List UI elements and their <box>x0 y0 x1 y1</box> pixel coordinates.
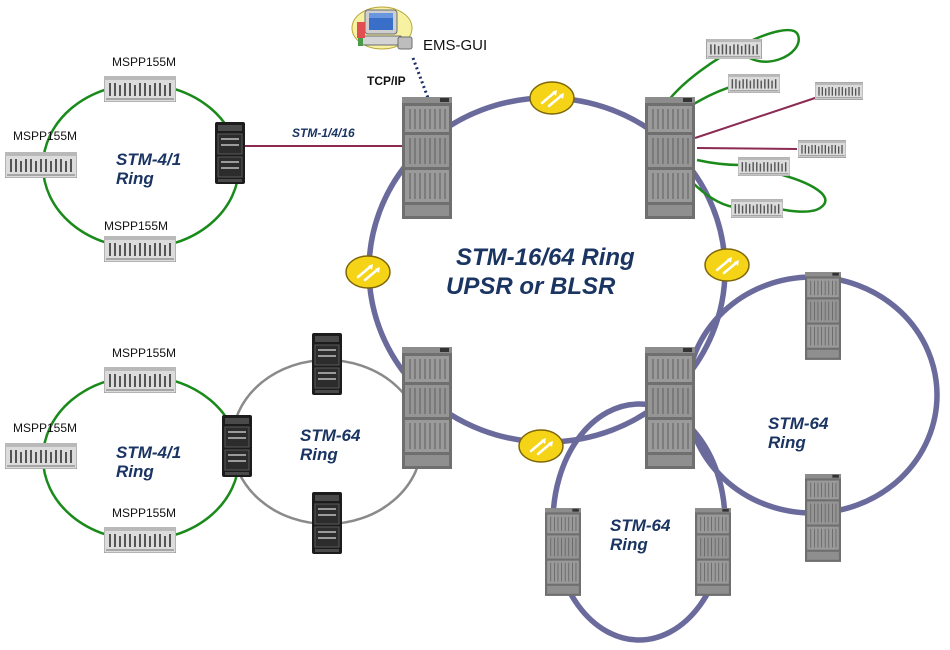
ne-rack-icon <box>645 347 695 469</box>
ring-label-line1: STM-64 <box>300 426 361 445</box>
tcpip-link <box>411 57 430 99</box>
stm64-right-ring-label: STM-64 Ring <box>768 414 828 452</box>
amplifier-icon <box>517 428 565 464</box>
main-ring-title: STM-16/64 Ring <box>456 244 635 271</box>
mspp-shelf-icon <box>706 39 762 59</box>
amplifier-icon <box>703 247 751 283</box>
ring-label-line2: Ring <box>300 445 338 465</box>
mspp-label: MSPP155M <box>13 421 78 435</box>
tcpip-label: TCP/IP <box>367 74 406 88</box>
access-ring-bottom-label: STM-4/1 Ring <box>116 443 181 481</box>
mspp-shelf-icon <box>104 527 176 553</box>
access-ring-top-label: STM-4/1 Ring <box>116 150 181 188</box>
gateway-node-icon <box>215 122 245 184</box>
mspp-shelf-icon <box>5 443 77 469</box>
stm64-left-ring-label: STM-64 Ring <box>300 426 360 464</box>
uplink-label: STM-1/4/16 <box>292 126 355 140</box>
mspp-shelf-icon <box>104 367 176 393</box>
mspp-shelf-icon <box>731 199 783 218</box>
main-ring-label: STM-16/64 Ring UPSR or BLSR <box>446 244 635 302</box>
ring-label-line2: Ring <box>610 535 648 555</box>
mspp-shelf-icon <box>815 82 863 100</box>
link-branch-2 <box>696 147 798 150</box>
green-branch-3 <box>696 158 827 213</box>
mspp-shelf-icon <box>798 140 846 158</box>
main-ring-subtitle: UPSR or BLSR <box>446 272 616 300</box>
mspp-shelf-icon <box>104 76 176 102</box>
stm64-bottom-ring-label: STM-64 Ring <box>610 516 670 554</box>
mspp-label: MSPP155M <box>112 55 177 69</box>
mspp-shelf-icon <box>5 152 77 178</box>
ring-label-line2: Ring <box>116 169 154 189</box>
ne-rack-icon <box>402 347 452 469</box>
mspp-label: MSPP155M <box>104 219 169 233</box>
mspp-shelf-icon <box>104 236 176 262</box>
ring-label-line1: STM-64 <box>610 516 671 535</box>
ne-rack-icon <box>805 271 841 361</box>
ems-gui-label: EMS-GUI <box>423 37 488 54</box>
ne-rack-icon <box>545 507 581 597</box>
green-branch-1 <box>667 28 800 102</box>
amplifier-icon <box>528 80 576 116</box>
gateway-node-icon <box>312 492 342 554</box>
gateway-node-icon <box>222 415 252 477</box>
ring-label-line2: Ring <box>116 462 154 482</box>
amplifier-icon <box>344 254 392 290</box>
ring-label-line2: Ring <box>768 433 806 453</box>
link-branch-1 <box>694 96 819 139</box>
ems-workstation-icon <box>351 6 413 50</box>
mspp-shelf-icon <box>738 157 790 176</box>
ring-label-line1: STM-4/1 <box>116 150 182 169</box>
ne-rack-icon <box>402 97 452 219</box>
green-branch-4 <box>691 181 734 209</box>
gateway-node-icon <box>312 333 342 395</box>
ring-label-line1: STM-64 <box>768 414 829 433</box>
mspp-label: MSPP155M <box>112 346 177 360</box>
mspp-label: MSPP155M <box>112 506 177 520</box>
ne-rack-icon <box>695 507 731 597</box>
mspp-shelf-icon <box>728 74 780 93</box>
ring-label-line1: STM-4/1 <box>116 443 182 462</box>
ne-rack-icon <box>805 473 841 563</box>
mspp-label: MSPP155M <box>13 129 78 143</box>
ne-rack-icon <box>645 97 695 219</box>
